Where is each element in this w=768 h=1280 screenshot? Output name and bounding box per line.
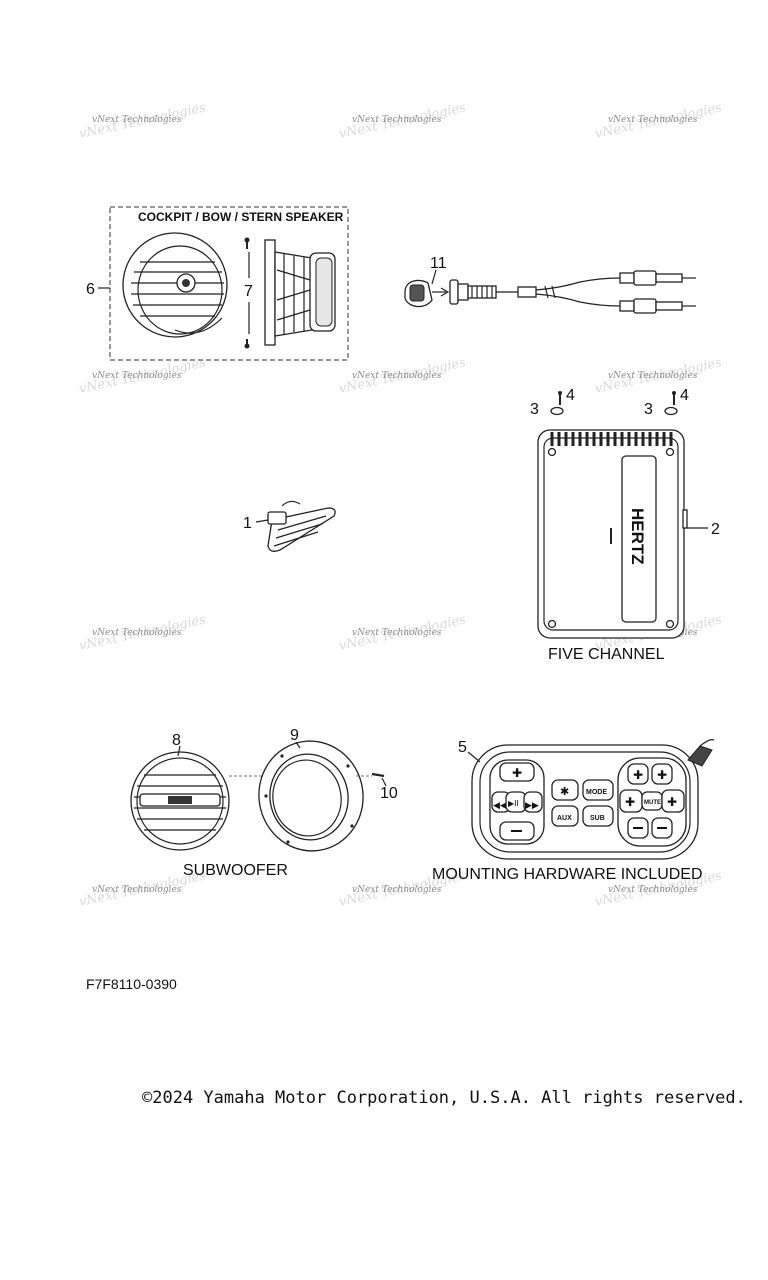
diagram-code: F7F8110-0390 (86, 976, 177, 992)
sub-button (582, 805, 614, 827)
aux-button (551, 805, 579, 827)
callout-10: 10 (380, 785, 398, 802)
amplifier-brand-label: HERTZ (628, 508, 647, 565)
svg-text:▶II: ▶II (508, 799, 519, 808)
svg-text:✚: ✚ (657, 768, 667, 782)
mute-label: MUTE (644, 800, 661, 806)
callout-6: 6 (86, 281, 95, 298)
callout-5: 5 (458, 739, 467, 756)
mounting-ring: 9 (258, 727, 364, 852)
svg-text:◀◀: ◀◀ (493, 801, 507, 811)
callout-3b: 3 (644, 401, 653, 418)
callout-1: 1 (243, 515, 252, 532)
watermark: vNext Technologies (352, 371, 442, 381)
speaker-group-box (109, 206, 349, 361)
callout-11: 11 (430, 255, 447, 272)
watermark: vNext Technologies (352, 115, 442, 125)
speaker-driver (264, 239, 336, 346)
aux-label: AUX (557, 815, 572, 822)
callout-7: 7 (244, 283, 253, 300)
svg-text:✚: ✚ (625, 795, 635, 809)
aux-input-cable: 11 (404, 255, 696, 314)
watermark: vNext Technologies (608, 885, 698, 895)
fastener-set-right: 4 3 (644, 387, 689, 418)
watermark: vNext Technologies (92, 628, 182, 638)
watermark: vNext Technologies (608, 115, 698, 125)
callout-4b: 4 (680, 387, 689, 404)
bluetooth-icon: ✱ (560, 785, 569, 798)
sub-label: SUB (590, 815, 605, 822)
svg-text:✚: ✚ (633, 768, 643, 782)
svg-text:✚: ✚ (512, 766, 522, 780)
mode-button (582, 779, 614, 801)
volume-up-button (499, 762, 535, 782)
subwoofer-caption: SUBWOOFER (183, 862, 288, 879)
watermark: vNext Technologies (608, 371, 698, 381)
callout-2: 2 (711, 521, 720, 538)
mounting-hardware-caption: MOUNTING HARDWARE INCLUDED (432, 866, 703, 883)
watermark: vNext Technologies (352, 628, 442, 638)
watermark: vNext Technologies (92, 885, 182, 895)
wiring-harness: 1 (243, 500, 336, 552)
speaker-box-title: COCKPIT / BOW / STERN SPEAKER (138, 210, 344, 224)
svg-text:▶▶: ▶▶ (525, 801, 539, 811)
speaker-grille (122, 232, 228, 338)
subwoofer-grille: 8 (130, 732, 230, 851)
speaker-assembly: COCKPIT / BOW / STERN SPEAKER (86, 206, 349, 361)
watermark: vNext Technologies (92, 371, 182, 381)
amplifier: HERTZ 2 FIVE CHANNEL (537, 429, 720, 663)
callout-4a: 4 (566, 387, 575, 404)
callout-8: 8 (172, 732, 181, 749)
five-channel-caption: FIVE CHANNEL (548, 646, 665, 663)
amplifier-fins (550, 432, 673, 446)
fastener-set-left: 4 3 (530, 387, 575, 418)
subwoofer-screw: 10 (371, 772, 398, 802)
mode-label: MODE (586, 789, 607, 796)
callout-3a: 3 (530, 401, 539, 418)
watermark: vNext Technologies (352, 885, 442, 895)
copyright-notice: ©2024 Yamaha Motor Corporation, U.S.A. A… (142, 1088, 746, 1108)
callout-9: 9 (290, 727, 299, 744)
svg-text:✚: ✚ (667, 795, 677, 809)
screw-set (244, 237, 250, 349)
next-button (523, 791, 543, 813)
bluetooth-button (551, 779, 579, 801)
watermark: vNext Technologies (92, 115, 182, 125)
marine-controller: ✚ ◀◀ ▶II ▶▶ ✱ MODE AUX SUB ✚ ✚ ✚ MUTE ✚ (458, 739, 715, 860)
